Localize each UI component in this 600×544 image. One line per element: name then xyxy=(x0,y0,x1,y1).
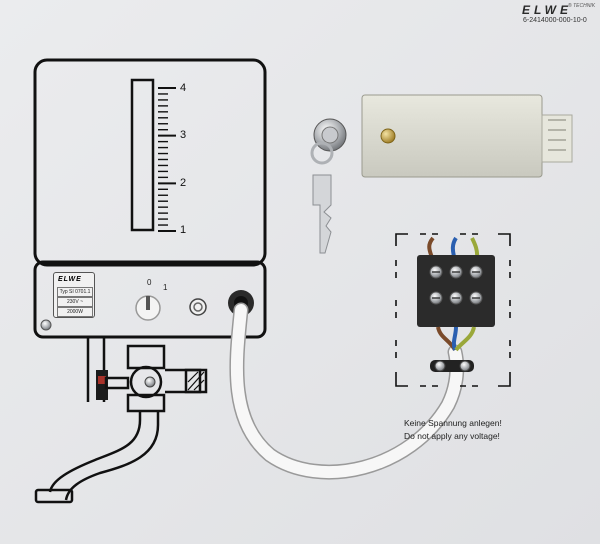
scale-label-4: 4 xyxy=(180,82,187,94)
scale-label-1: 1 xyxy=(180,224,187,236)
nameplate-power: 2000W xyxy=(57,307,93,317)
screw-icon xyxy=(144,376,156,388)
nameplate-type: Typ SI 0701.1 xyxy=(57,287,93,297)
hatched-nut xyxy=(184,368,208,394)
brand-logo: ELWE xyxy=(522,3,573,17)
scale-label-2: 2 xyxy=(180,177,187,189)
warning-text-german: Keine Spannung anlegen! xyxy=(404,418,502,428)
indicator-lamp-icon xyxy=(189,298,207,316)
knob-label-off: 0 xyxy=(147,278,152,287)
lock-hinge xyxy=(541,114,573,163)
nameplate-brand: ELWE xyxy=(58,276,82,283)
valve-body xyxy=(129,365,163,399)
level-gauge xyxy=(130,78,155,232)
valve-bottom-fitting xyxy=(126,393,166,413)
level-scale-ticks xyxy=(158,87,176,232)
nameplate: ELWE Typ SI 0701.1 230V ~ 2000W xyxy=(53,272,95,318)
nameplate-voltage: 230V ~ xyxy=(57,297,93,307)
part-number: 6-2414000-000-10-0 xyxy=(523,17,587,24)
screw-icon xyxy=(434,360,446,372)
knob-pointer xyxy=(146,296,150,310)
power-cable xyxy=(230,304,463,479)
boiler-tank-outline xyxy=(33,58,267,267)
water-pipes-drawing xyxy=(34,337,202,504)
lock-button[interactable] xyxy=(380,128,396,144)
terminal-area-frame xyxy=(395,233,511,387)
scale-label-3: 3 xyxy=(180,129,187,141)
wire-blue-out xyxy=(451,326,458,351)
key-ring-icon xyxy=(310,141,334,165)
warning-text-english: Do not apply any voltage! xyxy=(404,431,500,441)
terminal-screws xyxy=(429,265,483,305)
wire-green-yellow-out xyxy=(454,326,476,352)
key-icon[interactable] xyxy=(312,174,332,254)
screw-icon xyxy=(40,319,52,331)
knob-label-on: 1 xyxy=(163,283,168,292)
brand-sub-label: ® TECHNIK xyxy=(568,3,596,9)
control-box-outline xyxy=(33,260,267,339)
screw-icon xyxy=(459,360,471,372)
